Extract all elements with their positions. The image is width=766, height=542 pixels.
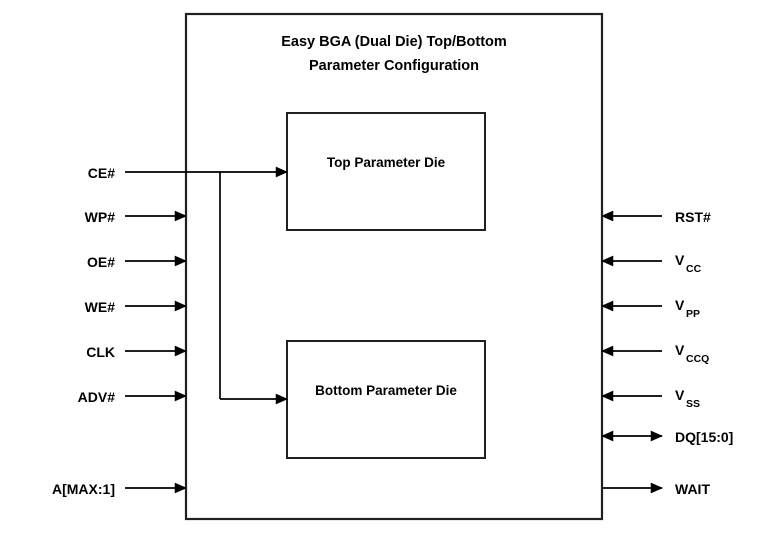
top-die-box — [286, 112, 486, 231]
pin-label-ce: CE# — [88, 165, 115, 181]
pin-label-vccq: V — [675, 342, 685, 358]
pin-label-vpp: V — [675, 297, 685, 313]
pin-label-vcc-subscript: CC — [686, 263, 702, 275]
pin-label-dq: DQ[15:0] — [675, 429, 733, 445]
pin-label-address: A[MAX:1] — [52, 481, 115, 497]
bottom-die-label: Bottom Parameter Die — [315, 383, 457, 398]
pin-label-we: WE# — [85, 299, 116, 315]
pin-label-vss-subscript: SS — [686, 398, 700, 410]
pin-label-vss: V — [675, 387, 685, 403]
pin-label-rst: RST# — [675, 209, 711, 225]
pin-label-vcc: V — [675, 252, 685, 268]
pin-label-clk: CLK — [86, 344, 115, 360]
bottom-die-box — [286, 340, 486, 459]
pin-label-wp: WP# — [85, 209, 116, 225]
pin-label-oe: OE# — [87, 254, 115, 270]
pin-label-vccq-subscript: CCQ — [686, 353, 709, 365]
diagram-title-line-2: Parameter Configuration — [309, 58, 479, 74]
top-die-label: Top Parameter Die — [327, 155, 446, 170]
pin-label-wait: WAIT — [675, 481, 710, 497]
pin-label-vpp-subscript: PP — [686, 308, 700, 320]
pin-label-adv: ADV# — [78, 389, 116, 405]
diagram-title-line-1: Easy BGA (Dual Die) Top/Bottom — [281, 34, 507, 50]
